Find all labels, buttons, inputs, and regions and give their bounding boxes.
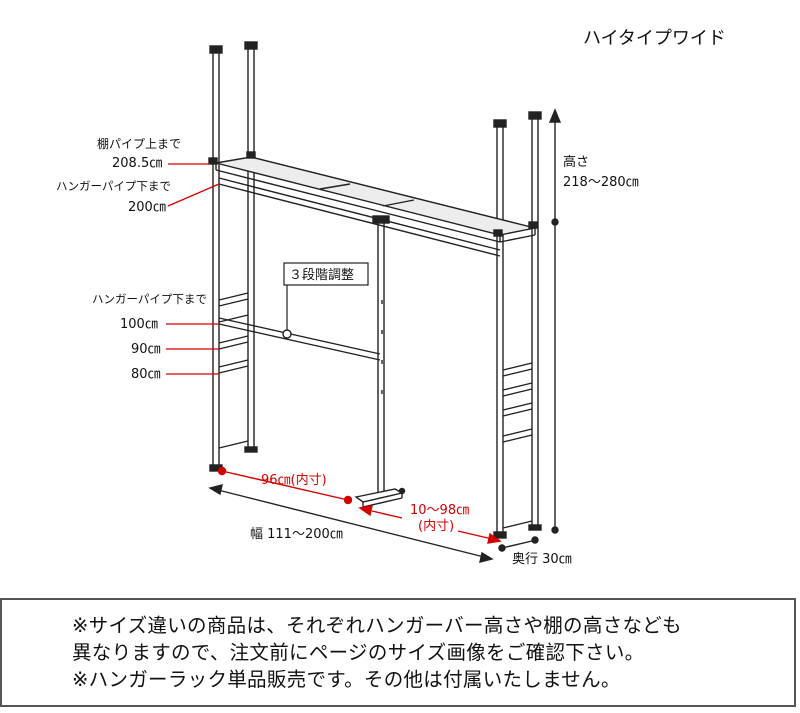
- inner-width-label: 96㎝(内寸): [261, 472, 327, 488]
- inner-range-dimension: [358, 505, 502, 544]
- notice-line-3: ※ハンガーラック単品販売です。その他は付属いたしません。: [72, 668, 621, 691]
- height-90-label: 90㎝: [131, 342, 161, 357]
- height-dimension: [548, 108, 562, 534]
- height-leader-lines: [166, 163, 220, 375]
- height-80-label: 80㎝: [131, 367, 161, 382]
- rack-diagram: ハイタイプワイド: [56, 28, 726, 567]
- notice-line-1: ※サイズ違いの商品は、それぞれハンガーバー高さや棚の高さなども: [72, 614, 682, 637]
- diagram-title: ハイタイプワイド: [583, 28, 726, 49]
- overall-width-dimension: [208, 484, 494, 563]
- adjust-callout: ３段階調整: [283, 262, 369, 330]
- overall-width-label: 幅 111～200㎝: [250, 527, 343, 542]
- notice-box: ※サイズ違いの商品は、それぞれハンガーバー高さや棚の高さなども 異なりますので、…: [0, 598, 796, 707]
- height-label-line1: 高さ: [563, 154, 589, 170]
- depth-label: 奥行 30㎝: [512, 552, 572, 567]
- hanger-top-label-line2: 200㎝: [128, 200, 166, 215]
- hanger-top-label-line1: ハンガーパイプ下まで: [56, 179, 171, 193]
- height-label-line2: 218～280㎝: [563, 175, 639, 190]
- notice-line-2: 異なりますので、注文前にページのサイズ画像をご確認下さい。: [72, 641, 645, 664]
- rack-structure: [208, 41, 542, 539]
- shelf-pipe-label-line2: 208.5㎝: [112, 156, 162, 171]
- shelf-pipe-label-line1: 棚パイプ上まで: [97, 136, 181, 151]
- depth-dimension: [498, 536, 539, 552]
- hanger-low-title: ハンガーパイプ下まで: [92, 292, 207, 306]
- inner-range-label-line2: (内寸): [418, 518, 454, 534]
- height-100-label: 100㎝: [120, 317, 158, 332]
- inner-width-dimension: [217, 466, 353, 505]
- adjust-label: ３段階調整: [289, 268, 354, 283]
- inner-range-label-line1: 10～98㎝: [410, 503, 469, 518]
